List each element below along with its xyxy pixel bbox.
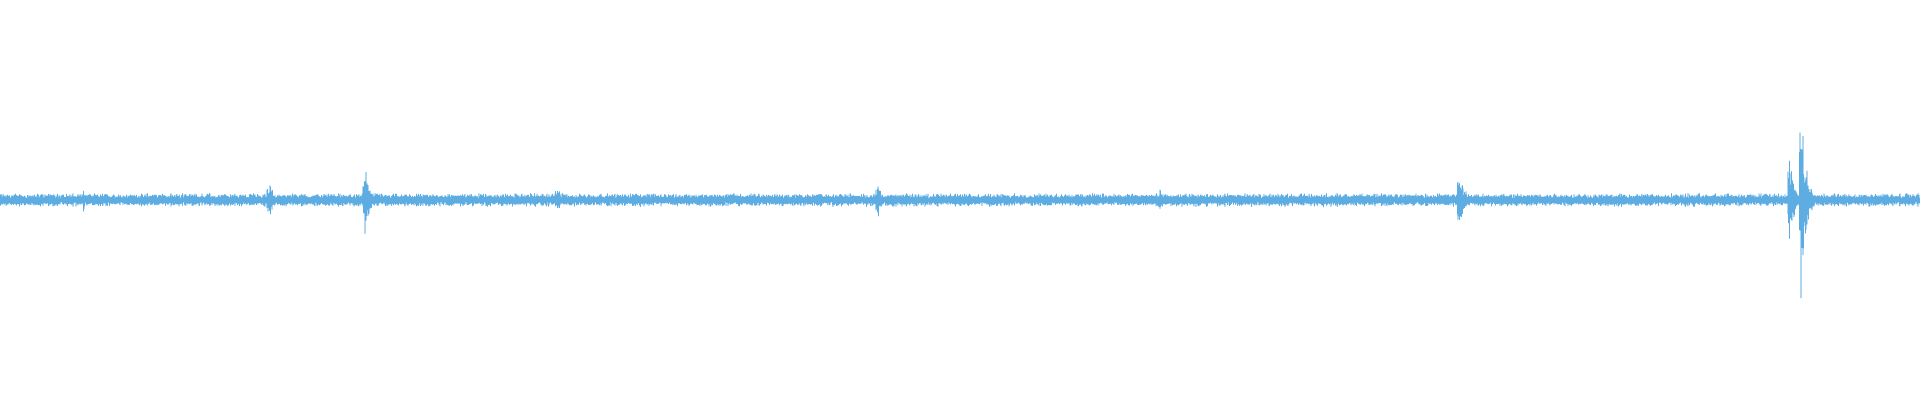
waveform-trace bbox=[0, 132, 1920, 299]
